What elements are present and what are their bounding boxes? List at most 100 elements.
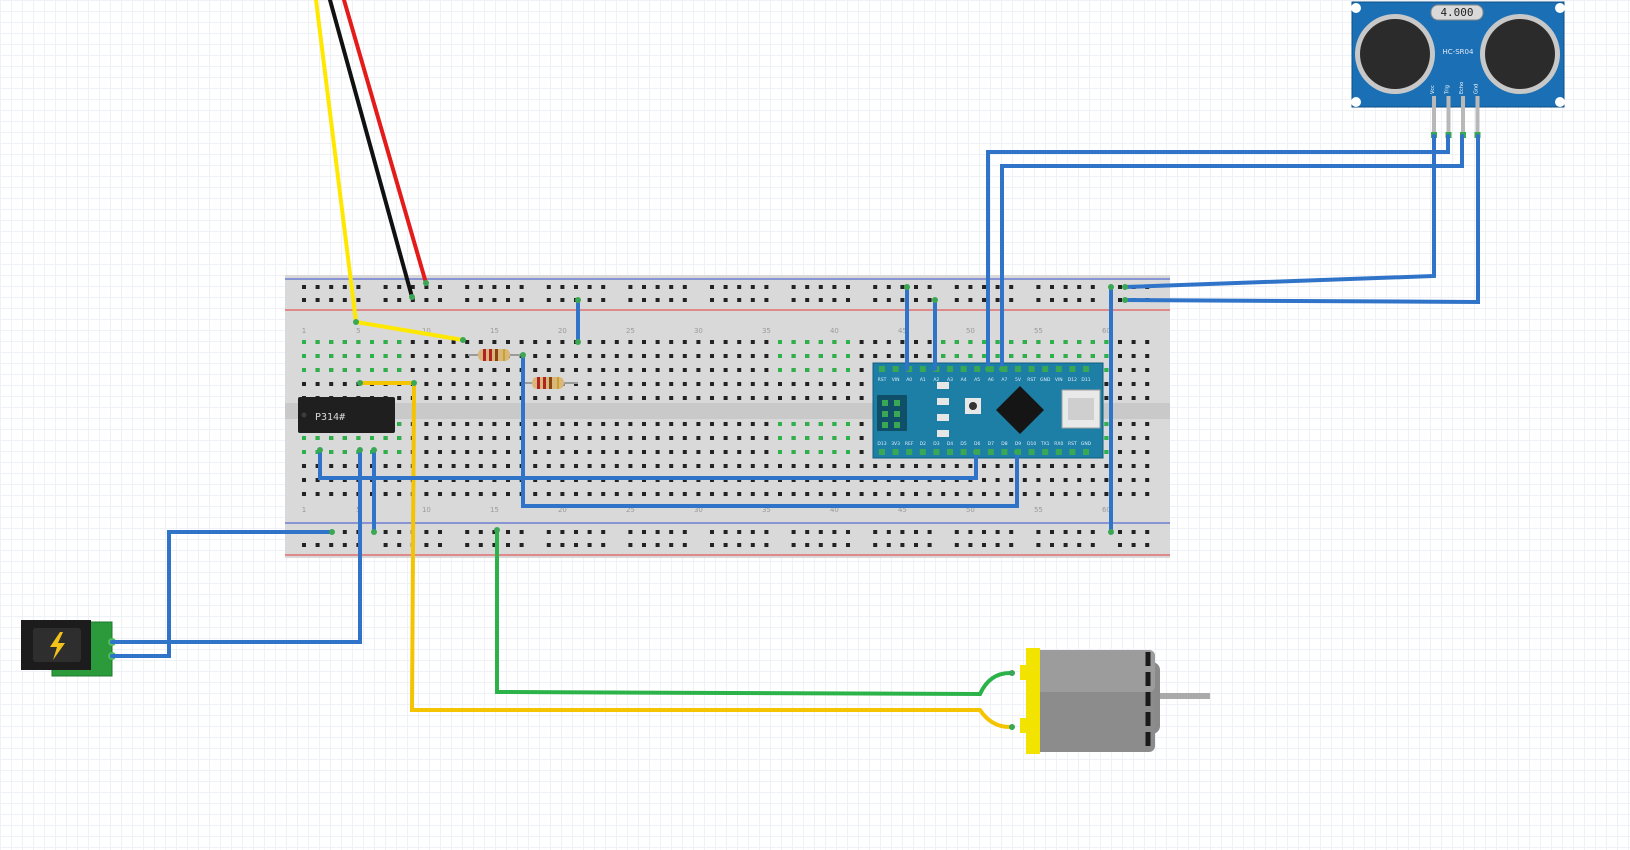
terminal-hole: [424, 422, 429, 426]
column-number-top: 15: [490, 327, 499, 335]
column-number-bottom: 35: [762, 506, 771, 514]
connected-hole: [791, 436, 796, 440]
terminal-hole: [1131, 478, 1136, 482]
terminal-hole: [859, 492, 864, 496]
terminal-hole: [737, 354, 742, 358]
rail-hole: [682, 530, 687, 534]
terminal-hole: [628, 340, 633, 344]
rail-hole: [900, 543, 905, 547]
terminal-hole: [424, 492, 429, 496]
terminal-hole: [614, 354, 619, 358]
rail-hole: [342, 298, 347, 302]
terminal-hole: [506, 436, 510, 440]
terminal-hole: [546, 368, 551, 372]
rail-hole: [1145, 543, 1150, 547]
terminal-hole: [1145, 382, 1150, 386]
terminal-hole: [574, 450, 578, 454]
rail-hole: [1036, 530, 1041, 534]
rail-hole: [954, 285, 959, 289]
terminal-hole: [614, 422, 619, 426]
terminal-hole: [438, 464, 442, 468]
terminal-hole: [1077, 464, 1082, 468]
connected-hole: [805, 450, 810, 454]
rail-hole: [655, 543, 660, 547]
wire-endpoint: [317, 447, 323, 453]
connected-hole: [982, 340, 986, 344]
rail-hole: [669, 285, 674, 289]
connected-hole: [315, 354, 320, 358]
terminal-hole: [873, 464, 878, 468]
rail-hole: [791, 298, 796, 302]
terminal-hole: [383, 492, 388, 496]
terminal-hole: [533, 422, 538, 426]
rail-hole: [1063, 543, 1068, 547]
rail-hole: [465, 530, 470, 534]
terminal-hole: [900, 464, 905, 468]
terminal-hole: [1090, 478, 1095, 482]
connected-hole: [791, 354, 796, 358]
terminal-hole: [1145, 450, 1150, 454]
terminal-hole: [438, 396, 442, 400]
terminal-hole: [601, 354, 606, 358]
rail-hole: [587, 543, 592, 547]
terminal-hole: [696, 340, 701, 344]
wire-endpoint: [353, 319, 359, 325]
terminal-hole: [655, 382, 660, 386]
rail-hole: [315, 285, 320, 289]
rail-hole: [506, 530, 510, 534]
terminal-hole: [1050, 478, 1054, 482]
connected-hole: [1022, 340, 1027, 344]
connected-hole: [791, 450, 796, 454]
rail-hole: [886, 543, 891, 547]
connected-hole: [370, 368, 374, 372]
rail-hole: [424, 298, 429, 302]
arduino-nano: RSTD13VIN3V3A0REFA1D2A2D3A3D4A4D5A5D6A6D…: [872, 362, 1104, 459]
terminal-hole: [723, 422, 728, 426]
terminal-hole: [710, 464, 714, 468]
rail-hole: [1118, 285, 1122, 289]
terminal-hole: [1131, 382, 1136, 386]
terminal-hole: [628, 436, 633, 440]
terminal-hole: [927, 492, 932, 496]
green-motor-wire: [495, 528, 1014, 697]
terminal-hole: [587, 396, 592, 400]
terminal-hole: [1145, 368, 1150, 372]
rail-hole: [642, 530, 646, 534]
arduino-bottom-pin: [987, 449, 994, 455]
terminal-hole: [560, 422, 565, 426]
rail-hole: [560, 285, 565, 289]
terminal-hole: [492, 340, 497, 344]
rail-hole: [954, 530, 959, 534]
rail-hole: [1090, 543, 1095, 547]
rail-hole: [628, 285, 633, 289]
rail-hole: [805, 543, 810, 547]
rail-hole: [329, 543, 334, 547]
terminal-hole: [805, 382, 810, 386]
rail-hole: [900, 530, 905, 534]
rail-hole: [655, 530, 660, 534]
terminal-hole: [601, 340, 606, 344]
blue-wire-jack-vin: [110, 448, 362, 644]
terminal-hole: [614, 492, 619, 496]
terminal-hole: [560, 396, 565, 400]
terminal-hole: [696, 354, 701, 358]
terminal-hole: [805, 464, 810, 468]
terminal-hole: [818, 382, 823, 386]
column-number-bottom: 10: [422, 506, 431, 514]
arduino-top-pin-label: A1: [920, 377, 926, 383]
terminal-hole: [560, 450, 565, 454]
rail-hole: [873, 530, 878, 534]
rail-hole: [465, 298, 470, 302]
connected-hole: [846, 436, 850, 440]
rail-hole: [886, 530, 891, 534]
connected-hole: [302, 450, 306, 454]
rail-hole: [478, 543, 483, 547]
arduino-top-pin: [974, 366, 981, 372]
terminal-hole: [465, 368, 470, 372]
arduino-top-pin: [1015, 366, 1021, 372]
arduino-bottom-pin: [919, 449, 926, 455]
terminal-hole: [737, 340, 742, 344]
connected-hole: [1050, 354, 1054, 358]
sensor-pin-label: Gnd: [1474, 84, 1480, 94]
rail-hole: [873, 298, 878, 302]
